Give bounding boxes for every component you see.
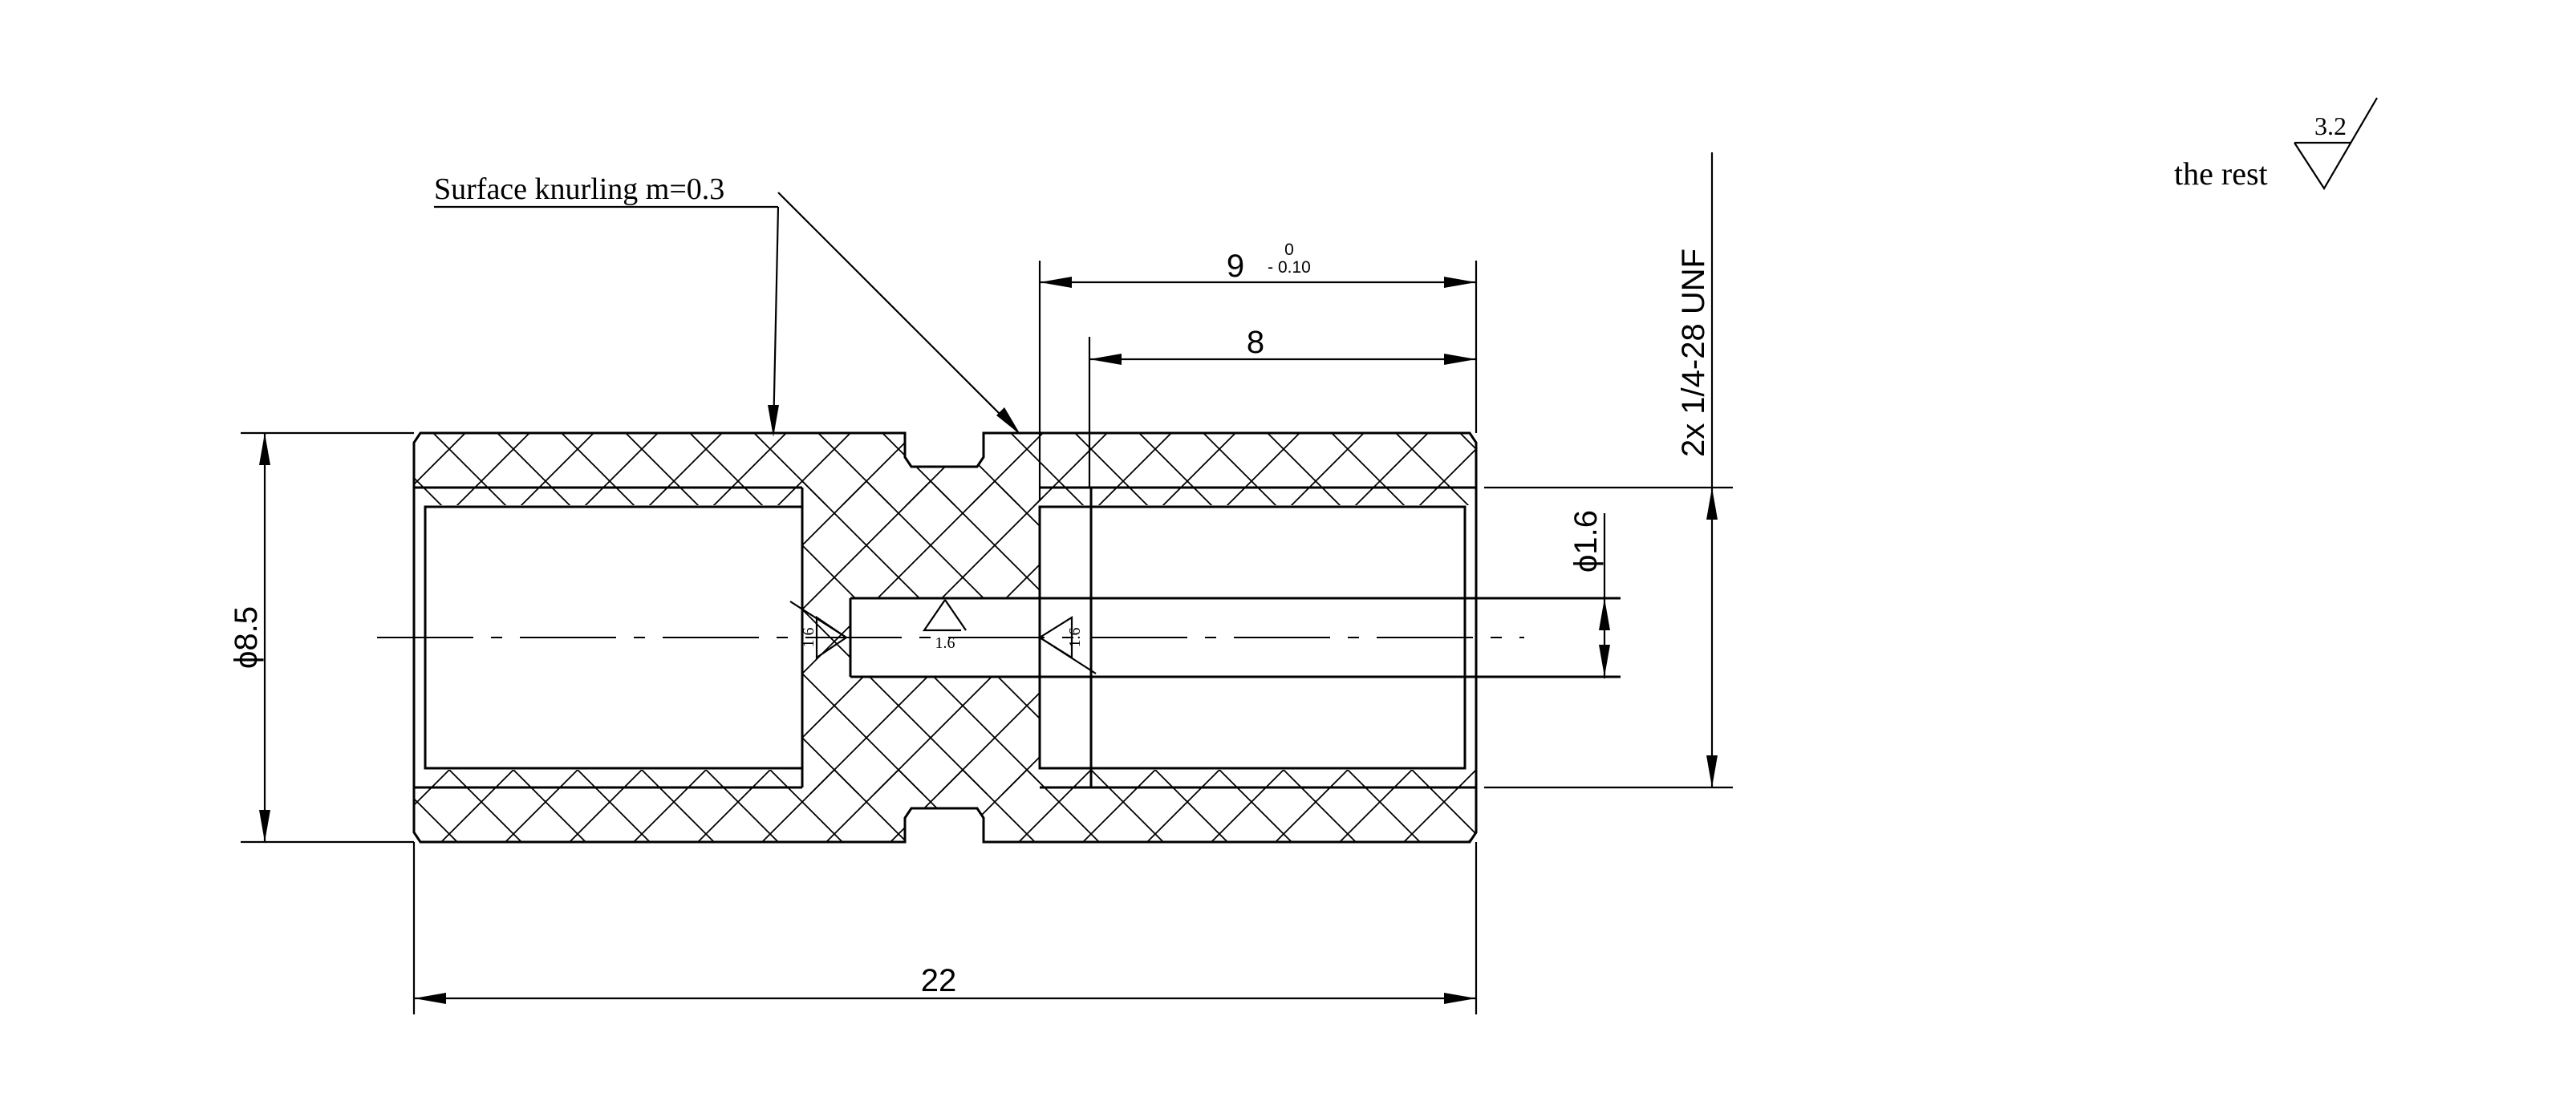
dim-hole-diameter: ϕ1.6 [1568,510,1610,678]
roughness-symbol-right: 1.6 [1039,616,1097,674]
svg-text:1.6: 1.6 [800,628,817,648]
rest-roughness-symbol: the rest 3.2 [2174,97,2378,192]
dim-9-tol-upper: 0 [1284,241,1294,259]
knurl-note-text: Surface knurling m=0.3 [434,172,724,206]
hole-diameter-text: ϕ1.6 [1568,510,1604,573]
dim-22-text: 22 [921,963,957,998]
dim-8-text: 8 [1247,325,1264,360]
svg-text:1.6: 1.6 [1066,628,1084,648]
dim-outer-diameter: ϕ8.5 [229,431,414,844]
dim-thread-length-9: 9 0 - 0.10 [1038,241,1478,501]
dim-thread-spec: 2x 1/4-28 UNF [1484,152,1733,789]
roughness-symbol-left: 1.6 [789,601,847,660]
knurl-leader: Surface knurling m=0.3 [434,172,1020,437]
dim-thread-depth-8: 8 [1088,325,1476,488]
dim-9-text: 9 [1227,249,1244,284]
thread-spec-text: 2x 1/4-28 UNF [1676,249,1711,457]
rest-roughness-value: 3.2 [2314,111,2347,140]
dim-length-22: 22 [412,842,1478,1014]
svg-text:1.6: 1.6 [935,634,955,652]
roughness-symbol-middle: 1.6 [922,599,967,652]
rest-label-text: the rest [2174,156,2268,192]
dim-9-tol-lower: - 0.10 [1268,258,1311,277]
dim-diameter-text: ϕ8.5 [229,606,264,669]
